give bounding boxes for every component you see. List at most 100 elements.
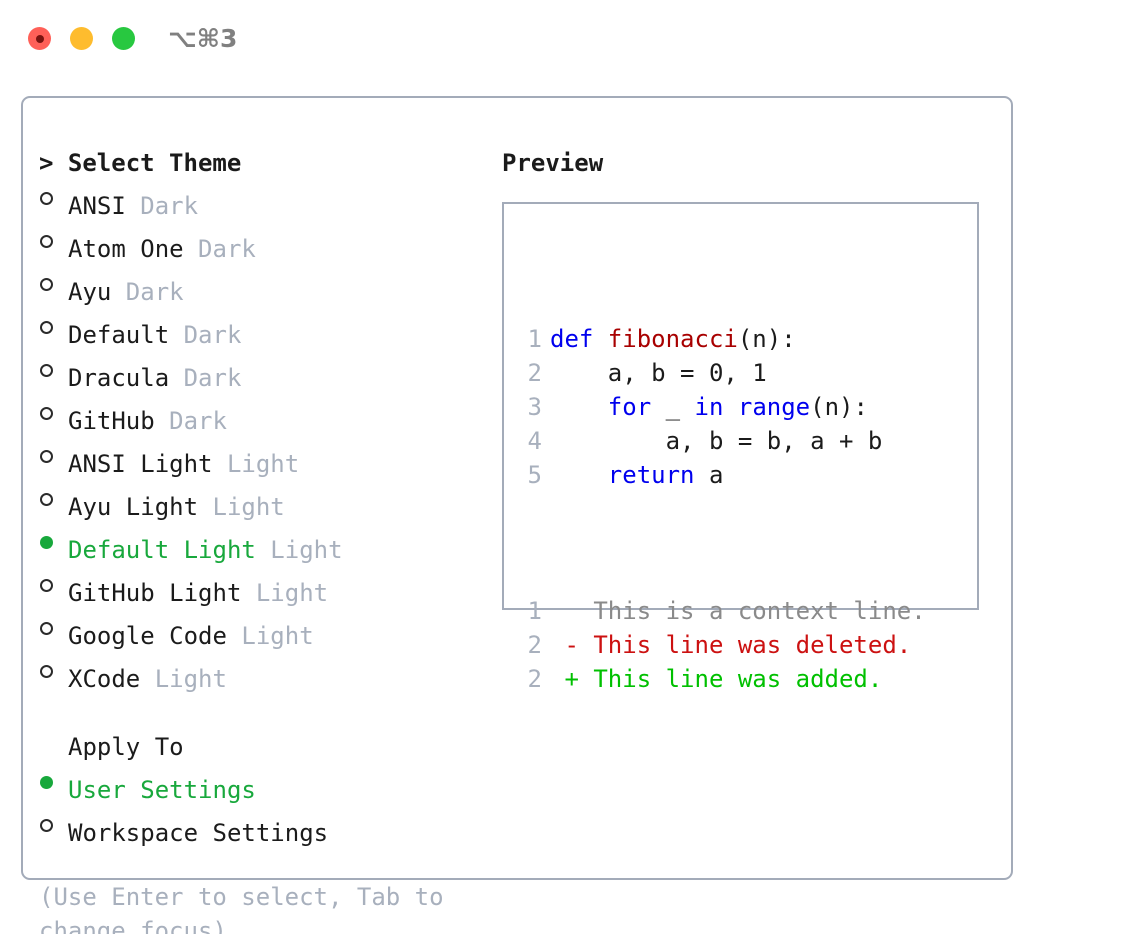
- maximize-button[interactable]: [112, 27, 135, 50]
- option-variant-tag: Light: [212, 450, 300, 478]
- title-bar: ⌥⌘3: [0, 0, 1140, 76]
- theme-option-7[interactable]: Ayu Light Light: [39, 481, 479, 524]
- theme-option-4[interactable]: Dracula Dark: [39, 352, 479, 395]
- diff-line: 2 - This line was deleted.: [518, 628, 926, 662]
- code-line: 3 for _ in range(n):: [518, 390, 926, 424]
- theme-option-8[interactable]: Default Light Light: [39, 524, 479, 567]
- option-variant-tag: Dark: [169, 364, 242, 392]
- code-token: (n):: [737, 325, 796, 353]
- diff-text: + This line was added.: [550, 665, 883, 693]
- radio-unselected-icon[interactable]: [39, 395, 68, 429]
- option-label: ANSI Light: [68, 450, 213, 478]
- diff-line: 1 This is a context line.: [518, 594, 926, 628]
- radio-unselected-icon[interactable]: [39, 567, 68, 601]
- radio-unselected-icon[interactable]: [39, 438, 68, 472]
- option-label: Dracula: [68, 364, 170, 392]
- code-line: 1 def fibonacci(n):: [518, 322, 926, 356]
- option-variant-tag: Light: [140, 665, 227, 693]
- line-number: 4: [527, 427, 542, 455]
- option-label: Workspace Settings: [68, 819, 329, 847]
- theme-option-2[interactable]: Ayu Dark: [39, 266, 479, 309]
- option-label: User Settings: [68, 776, 256, 804]
- code-token: in: [694, 393, 724, 421]
- theme-option-0[interactable]: ANSI Dark: [39, 180, 479, 223]
- apply-option-0[interactable]: User Settings: [39, 764, 479, 807]
- option-variant-tag: Light: [198, 493, 285, 521]
- radio-unselected-icon[interactable]: [39, 266, 68, 300]
- line-number: 5: [527, 461, 542, 489]
- code-token: [550, 393, 608, 421]
- code-line: 2 a, b = 0, 1: [518, 356, 926, 390]
- line-number: 1: [527, 325, 542, 353]
- code-token: def: [550, 325, 608, 353]
- option-variant-tag: Light: [255, 536, 343, 564]
- option-label: Ayu: [68, 278, 112, 306]
- apply-to-heading: Apply To: [68, 733, 184, 761]
- option-variant-tag: Dark: [169, 321, 242, 349]
- code-token: (n):: [810, 393, 868, 421]
- code-token: return: [607, 461, 695, 489]
- code-token: fibonacci: [607, 325, 738, 353]
- radio-unselected-icon[interactable]: [39, 610, 68, 644]
- option-label: GitHub: [68, 407, 155, 435]
- minimize-button[interactable]: [70, 27, 93, 50]
- option-label: Atom One: [68, 235, 184, 263]
- diff-text: This is a context line.: [550, 597, 926, 625]
- apply-option-1[interactable]: Workspace Settings: [39, 807, 479, 850]
- theme-option-9[interactable]: GitHub Light Light: [39, 567, 479, 610]
- radio-selected-icon[interactable]: [39, 764, 68, 798]
- code-token: [723, 393, 737, 421]
- line-number: 2: [527, 665, 542, 693]
- radio-unselected-icon[interactable]: [39, 653, 68, 687]
- close-button[interactable]: [28, 27, 51, 50]
- theme-option-11[interactable]: XCode Light: [39, 653, 479, 696]
- code-token: for: [607, 393, 652, 421]
- option-label: Google Code: [68, 622, 227, 650]
- option-label: XCode: [68, 665, 141, 693]
- window-controls: [28, 27, 135, 50]
- code-token: range: [737, 393, 811, 421]
- radio-unselected-icon[interactable]: [39, 223, 68, 257]
- list-spacer: [39, 696, 479, 730]
- theme-option-1[interactable]: Atom One Dark: [39, 223, 479, 266]
- diff-sample: 1 This is a context line.2 - This line w…: [518, 594, 926, 696]
- option-variant-tag: Dark: [125, 192, 199, 220]
- option-variant-tag: Dark: [111, 278, 184, 306]
- code-token: a, b = b, a + b: [550, 427, 883, 455]
- radio-unselected-icon[interactable]: [39, 352, 68, 386]
- keyboard-hint: (Use Enter to select, Tab to change focu…: [39, 883, 444, 934]
- diff-text: - This line was deleted.: [550, 631, 912, 659]
- option-variant-tag: Dark: [154, 407, 227, 435]
- option-label: Default: [68, 321, 170, 349]
- code-token: _: [651, 393, 695, 421]
- theme-option-3[interactable]: Default Dark: [39, 309, 479, 352]
- option-variant-tag: Light: [241, 579, 329, 607]
- code-line: 4 a, b = b, a + b: [518, 424, 926, 458]
- radio-unselected-icon[interactable]: [39, 807, 68, 841]
- radio-unselected-icon[interactable]: [39, 180, 68, 214]
- diff-line: 2 + This line was added.: [518, 662, 926, 696]
- code-token: [550, 461, 608, 489]
- option-label: GitHub Light: [68, 579, 242, 607]
- option-variant-tag: Light: [226, 622, 314, 650]
- option-label: Default Light: [68, 536, 256, 564]
- radio-unselected-icon[interactable]: [39, 481, 68, 515]
- theme-option-6[interactable]: ANSI Light Light: [39, 438, 479, 481]
- code-line: 5 return a: [518, 458, 926, 492]
- window-title: ⌥⌘3: [168, 24, 238, 53]
- radio-unselected-icon[interactable]: [39, 309, 68, 343]
- code-token: a, b = 0, 1: [550, 359, 767, 387]
- theme-option-5[interactable]: GitHub Dark: [39, 395, 479, 438]
- theme-option-10[interactable]: Google Code Light: [39, 610, 479, 653]
- radio-selected-icon[interactable]: [39, 524, 68, 558]
- select-theme-heading: > Select Theme: [39, 149, 242, 177]
